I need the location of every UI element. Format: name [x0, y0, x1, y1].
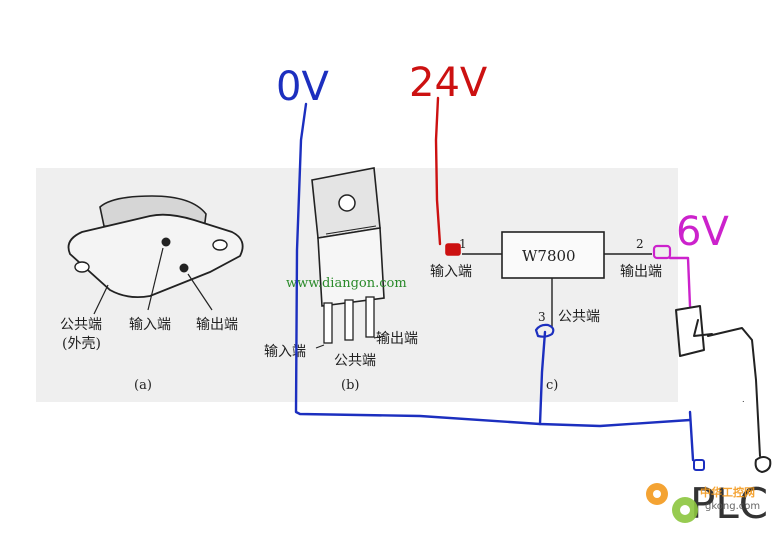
logo-site-text: 中华工控网 [700, 485, 755, 499]
tab-hole [338, 194, 356, 212]
logo-url-text: gkong.com [705, 501, 760, 512]
relay-sketch [675, 305, 772, 473]
w7800-schematic [462, 231, 652, 328]
mounting-hole-left [74, 261, 90, 273]
pin-1-number: 1 [459, 237, 467, 251]
fig-a-caption: (a) [134, 378, 152, 393]
output-wiring [652, 244, 692, 308]
fig-b-output-label: 输出端 [376, 331, 418, 347]
supply-label: 24V [409, 60, 488, 106]
fig-a-output-label: 输出端 [196, 317, 238, 333]
watermark-text: www.diangon.com [286, 276, 407, 291]
fig-b-caption: (b) [341, 378, 359, 393]
fig-b-common-label: 公共端 [334, 353, 376, 369]
fig-c-input-label: 输入端 [430, 264, 472, 280]
small-dot: . [742, 395, 745, 404]
fig-a-common-note: (外壳) [62, 335, 101, 352]
output-pin [179, 263, 189, 273]
fig-c-caption: c) [546, 378, 558, 393]
ground-label: 0V [276, 64, 329, 110]
to3-package [67, 195, 244, 315]
pin-3-number: 3 [538, 310, 546, 324]
fig-c-common-label: 公共端 [558, 309, 600, 325]
fig-b-input-label: 输入端 [264, 344, 306, 360]
supply-wiring [434, 96, 461, 256]
fig-a-common-label: 公共端 [60, 317, 102, 333]
gkong-logo: 中华工控网 gkong.com [646, 483, 760, 523]
input-pin [161, 237, 171, 247]
to220-package [311, 167, 385, 349]
pin-2-number: 2 [636, 237, 644, 251]
chip-label: W7800 [522, 247, 576, 265]
fig-a-input-label: 输入端 [129, 317, 171, 333]
ground-wiring [294, 102, 705, 471]
plc-label: PLC [690, 479, 768, 528]
mounting-hole-right [212, 239, 228, 251]
output-label: 6V [676, 209, 729, 255]
fig-c-output-label: 输出端 [620, 264, 662, 280]
regulator-chip [501, 231, 605, 279]
